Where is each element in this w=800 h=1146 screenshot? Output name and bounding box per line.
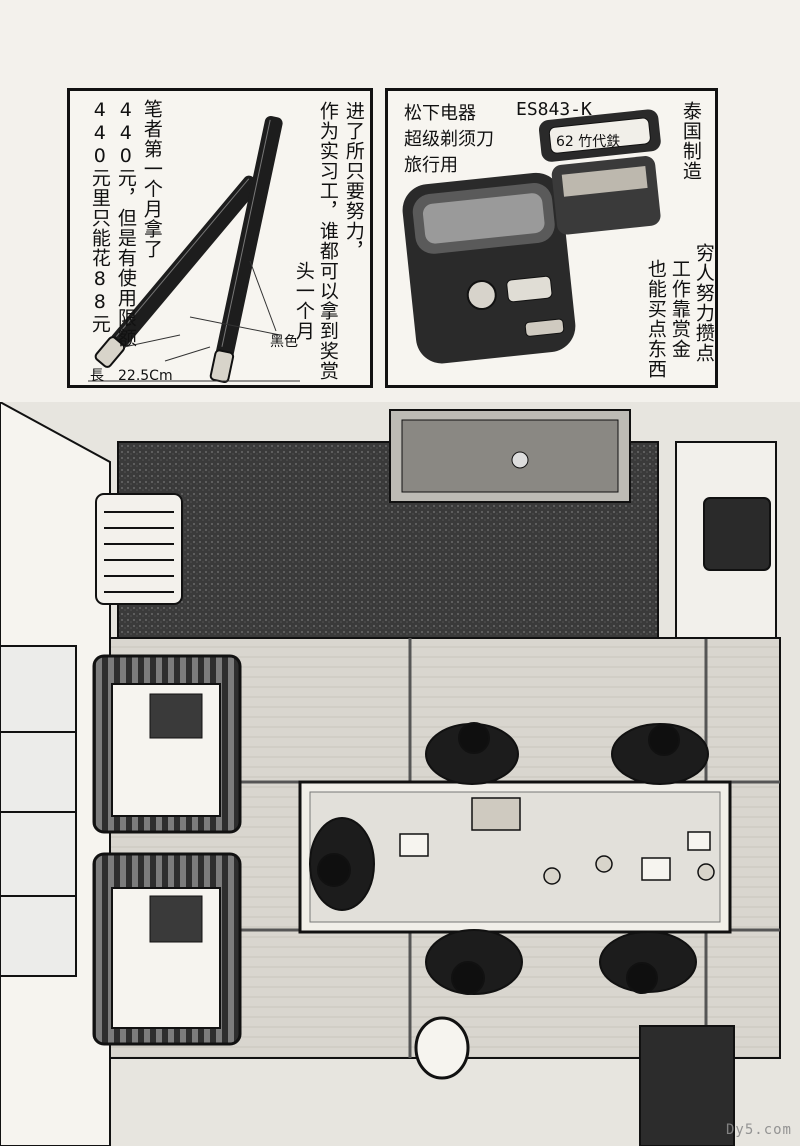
author-caption-col3: 440元里只能花88元 <box>88 99 111 334</box>
shaver-illustration <box>402 109 661 364</box>
shaver-panel: 泰国制造 松下电器 超级剃须刀 旅行用 ES843-K 62 竹代鉄 穷人努力攒… <box>385 88 718 388</box>
dorm-room-scene <box>0 402 800 1146</box>
poor-caption-col3: 也能买点东西 <box>644 259 667 379</box>
brand-line-1: 松下电器 <box>404 103 476 124</box>
model-number: ES843-K <box>516 99 592 120</box>
work-caption-col2: 作为实习工，谁都可以拿到奖赏 <box>316 101 339 381</box>
poor-caption-col2: 工作靠赏金 <box>668 259 691 359</box>
work-extra-caption: 头一个月 <box>292 261 315 341</box>
author-caption-col2: 440元，但是有使用限额 <box>114 99 137 348</box>
poor-caption-col1: 穷人努力攒点 <box>692 243 715 363</box>
author-caption-col1: 笔者第一个月拿了 <box>140 99 163 259</box>
work-caption-col1: 进了所只要努力， <box>342 101 365 261</box>
color-label: 黑色 <box>270 334 298 350</box>
chopsticks-panel: 笔者第一个月拿了 440元，但是有使用限额 440元里只能花88元 进了所只要努… <box>67 88 373 388</box>
chopsticks-illustration <box>88 116 300 383</box>
shaver-tag-label: 62 竹代鉄 <box>556 134 621 150</box>
watermark: Dy5.com <box>725 1122 792 1138</box>
dorm-room-illustration <box>0 402 800 1146</box>
brand-line-2: 超级剃须刀 <box>404 129 494 150</box>
brand-line-3: 旅行用 <box>404 155 458 176</box>
made-in-caption: 泰国制造 <box>679 101 702 181</box>
length-label: 長 22.5Cm <box>90 368 173 384</box>
